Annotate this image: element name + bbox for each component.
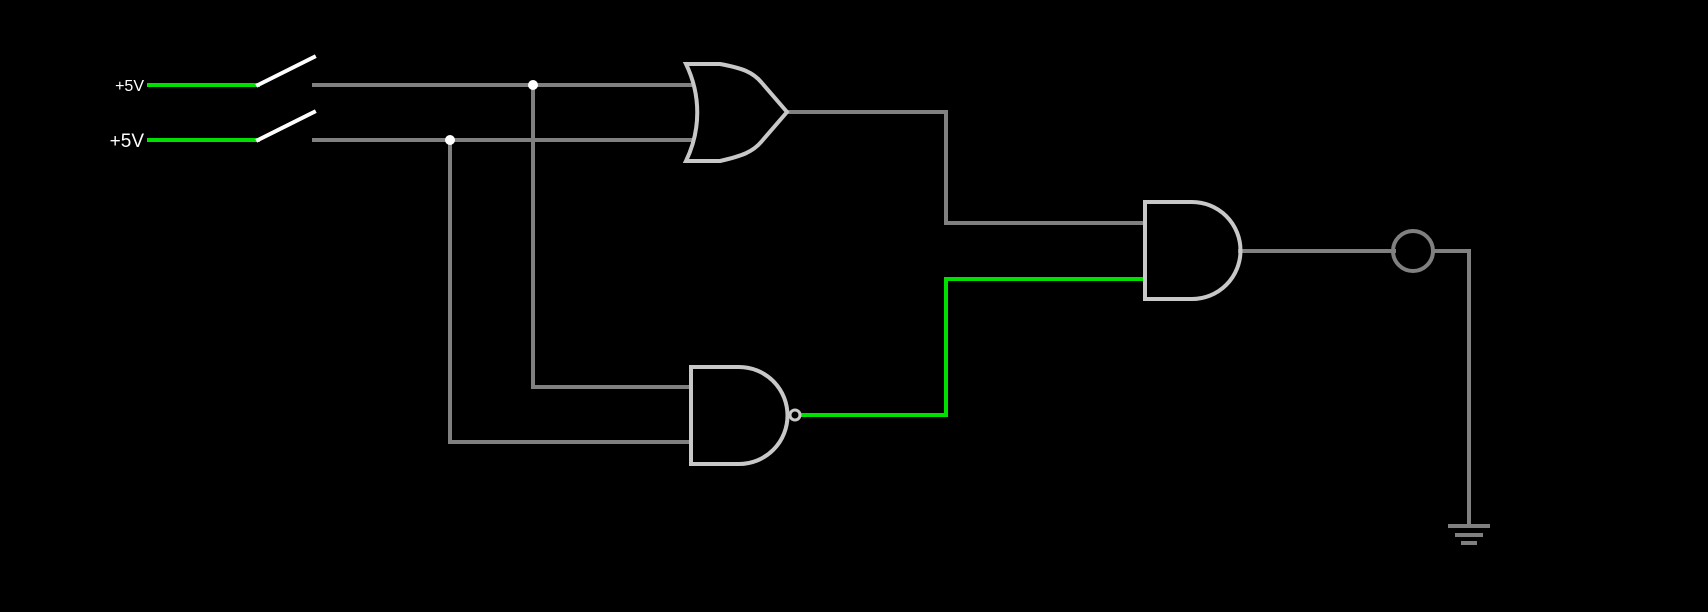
output-lamp[interactable] bbox=[1391, 229, 1435, 273]
wires-low bbox=[312, 83, 1471, 527]
switch-b[interactable] bbox=[255, 109, 317, 143]
nand-gate-body[interactable] bbox=[689, 365, 790, 466]
ground-symbol bbox=[1448, 524, 1490, 545]
and-gate[interactable] bbox=[1143, 200, 1243, 301]
supply-label-a: +5V bbox=[115, 78, 144, 95]
wire-b-to-nand bbox=[448, 138, 693, 444]
switch-b-blade[interactable] bbox=[255, 109, 317, 143]
junction-a bbox=[528, 80, 538, 90]
switch-a-blade[interactable] bbox=[255, 54, 317, 88]
nand-inversion-bubble bbox=[788, 408, 802, 422]
wire-a-to-nand bbox=[531, 83, 693, 389]
wire-nand-to-and bbox=[801, 277, 1147, 417]
supply-label-b: +5V bbox=[110, 131, 145, 152]
wire-or-to-and bbox=[785, 110, 1147, 225]
wire-lamp-to-ground bbox=[1431, 249, 1471, 527]
junction-b bbox=[445, 135, 455, 145]
or-gate[interactable] bbox=[682, 62, 790, 163]
nand-gate[interactable] bbox=[689, 365, 802, 466]
switch-a[interactable] bbox=[255, 54, 317, 88]
